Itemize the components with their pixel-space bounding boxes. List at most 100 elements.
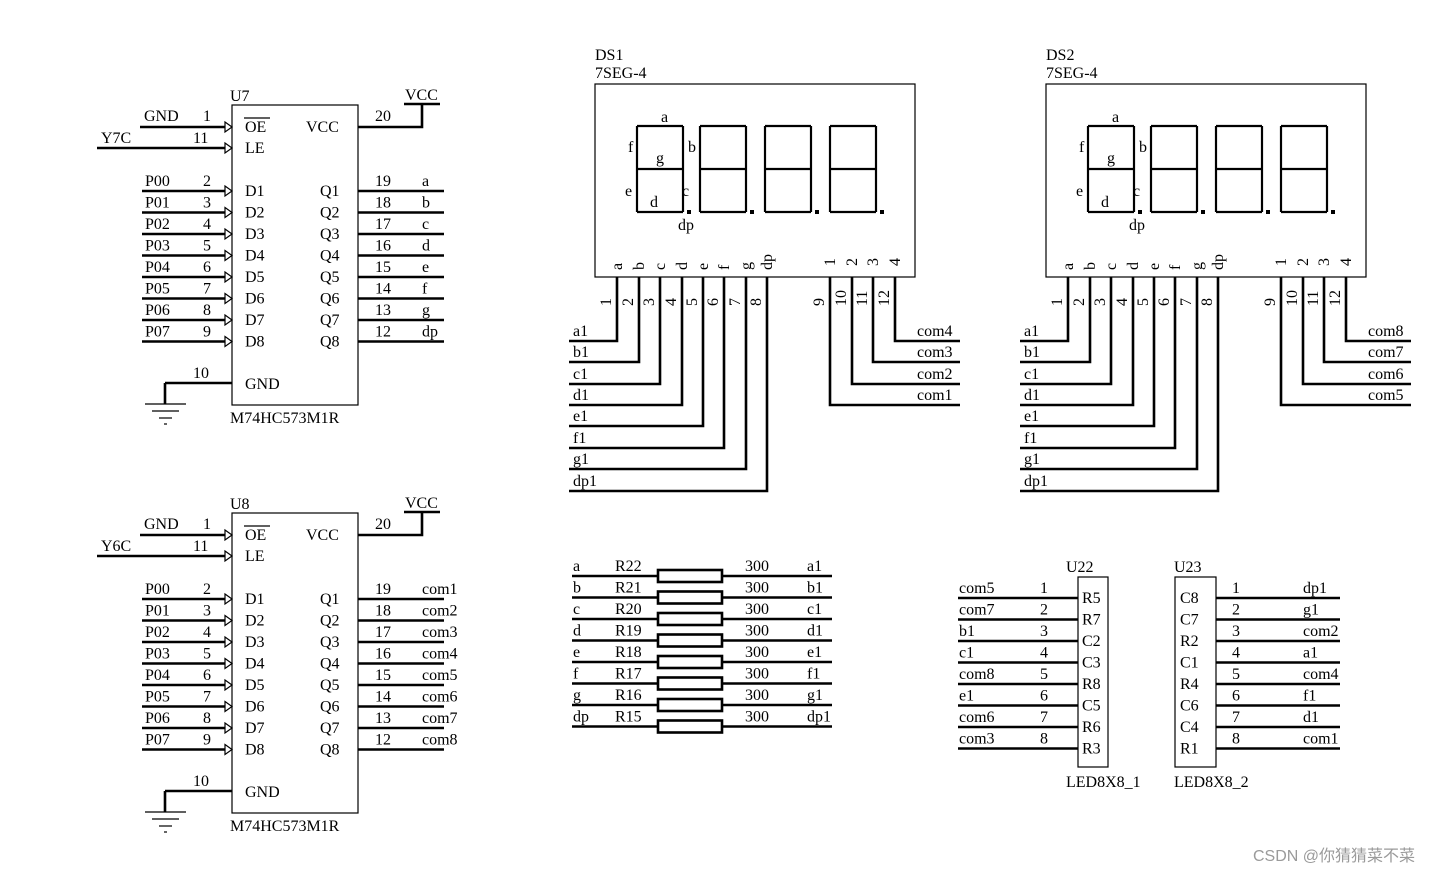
resistor-value: 300 bbox=[745, 666, 769, 683]
segment-pin-number: 2 bbox=[1071, 298, 1088, 306]
data-output-net: com1 bbox=[422, 581, 458, 598]
display-ref: DS1 bbox=[595, 47, 623, 64]
data-output-pin-number: 16 bbox=[375, 646, 391, 663]
data-output-pin-number: 12 bbox=[375, 732, 391, 749]
data-input-pin-label: D2 bbox=[245, 613, 265, 630]
segment-dp bbox=[687, 210, 691, 214]
segment-pin-name: g bbox=[1189, 262, 1206, 270]
segment-net-wire bbox=[1020, 277, 1156, 428]
pin-arrow bbox=[224, 549, 234, 563]
data-output-pin-number: 15 bbox=[375, 667, 391, 684]
segment-pin-name: e bbox=[695, 263, 712, 270]
data-output-pin-label: Q2 bbox=[320, 205, 340, 222]
segment-net-wire bbox=[569, 277, 641, 364]
segment-pin-name: c bbox=[652, 263, 669, 270]
segment-dp bbox=[880, 210, 884, 214]
segment-pin-number: 1 bbox=[1049, 298, 1066, 306]
oe-pin-label: OE bbox=[245, 119, 266, 136]
segment-net-label: f1 bbox=[573, 430, 586, 447]
le-pin-label: LE bbox=[245, 548, 265, 565]
data-output-pin-number: 19 bbox=[375, 173, 391, 190]
common-net-label: com4 bbox=[917, 323, 953, 340]
segment-net-label: dp1 bbox=[573, 473, 597, 490]
matrix-pin-name: R1 bbox=[1180, 741, 1199, 758]
matrix-net-label: c1 bbox=[959, 645, 974, 662]
common-net-label: com7 bbox=[1368, 344, 1404, 361]
data-input-pin-number: 5 bbox=[203, 646, 211, 663]
resistor-ref: R21 bbox=[615, 580, 642, 597]
data-output-net: com8 bbox=[422, 732, 458, 749]
matrix-pin-number: 6 bbox=[1040, 688, 1048, 705]
data-input-pin-number: 4 bbox=[203, 624, 211, 641]
data-input-pin-number: 3 bbox=[203, 195, 211, 212]
common-pin-number: 12 bbox=[876, 290, 893, 306]
segment-net-wire bbox=[1020, 277, 1113, 386]
matrix-ref: U23 bbox=[1174, 559, 1202, 576]
data-input-pin-number: 5 bbox=[203, 238, 211, 255]
matrix-net-label: a1 bbox=[1303, 645, 1318, 662]
segment-pin-number: 8 bbox=[748, 298, 765, 306]
resistor-body bbox=[656, 611, 724, 627]
data-input-pin-label: D1 bbox=[245, 591, 265, 608]
resistor-input-net: g bbox=[573, 687, 581, 704]
matrix-pin-number: 3 bbox=[1040, 623, 1048, 640]
pin-arrow bbox=[224, 721, 234, 735]
common-net-label: com6 bbox=[1368, 366, 1404, 383]
segment-net-wire bbox=[569, 277, 748, 471]
matrix-pin-name: C7 bbox=[1180, 612, 1199, 629]
vcc-pin-label: VCC bbox=[306, 119, 339, 136]
matrix-pin-name: R6 bbox=[1082, 719, 1101, 736]
gnd-pin-number: 10 bbox=[193, 365, 209, 382]
resistor-value: 300 bbox=[745, 558, 769, 575]
common-net-wire bbox=[1344, 277, 1411, 343]
data-output-pin-label: Q5 bbox=[320, 269, 340, 286]
data-input-net: P04 bbox=[145, 667, 170, 684]
data-input-net: P02 bbox=[145, 216, 170, 233]
segment-net-label: d1 bbox=[573, 387, 589, 404]
matrix-connector-body bbox=[1174, 576, 1217, 768]
data-output-pin-number: 14 bbox=[375, 281, 391, 298]
matrix-pin-name: C6 bbox=[1180, 698, 1199, 715]
common-pin-number: 12 bbox=[1327, 290, 1344, 306]
vcc-pin-number: 20 bbox=[375, 516, 391, 533]
common-pin-number: 11 bbox=[1305, 291, 1322, 306]
segment-pin-name: f bbox=[1167, 264, 1184, 270]
segment-name-label: g bbox=[1107, 150, 1115, 167]
matrix-pin-number: 1 bbox=[1040, 580, 1048, 597]
data-input-pin-number: 2 bbox=[203, 173, 211, 190]
segment-net-wire bbox=[569, 277, 662, 386]
data-input-net: P03 bbox=[145, 646, 170, 663]
data-input-net: P01 bbox=[145, 195, 170, 212]
matrix-net-label: com2 bbox=[1303, 623, 1339, 640]
segment-pin-number: 1 bbox=[598, 298, 615, 306]
segment-name-label: a bbox=[661, 109, 668, 126]
pin-arrow bbox=[224, 313, 234, 327]
data-output-pin-label: Q4 bbox=[320, 248, 340, 265]
common-pin-name: 2 bbox=[1295, 258, 1312, 266]
matrix-connector-body bbox=[1077, 576, 1109, 768]
segment-pin-number: 6 bbox=[1156, 298, 1173, 306]
data-input-pin-label: D1 bbox=[245, 183, 265, 200]
ground-symbol bbox=[145, 403, 186, 425]
data-output-net: b bbox=[422, 195, 430, 212]
segment-name-label: f bbox=[1079, 139, 1085, 156]
matrix-net-label: f1 bbox=[1303, 688, 1316, 705]
matrix-pin-number: 7 bbox=[1232, 709, 1240, 726]
pin-arrow bbox=[224, 335, 234, 348]
data-output-pin-number: 12 bbox=[375, 324, 391, 341]
pin-arrow bbox=[224, 657, 234, 670]
segment-pin-name: c bbox=[1103, 263, 1120, 270]
segment-net-wire bbox=[569, 277, 769, 493]
seven-seg-digit bbox=[1214, 124, 1270, 214]
common-pin-name: 4 bbox=[887, 258, 904, 266]
pin-arrow bbox=[224, 184, 234, 198]
segment-pin-name: e bbox=[1146, 263, 1163, 270]
data-input-pin-number: 6 bbox=[203, 667, 211, 684]
segment-pin-number: 3 bbox=[641, 298, 658, 306]
common-net-label: com8 bbox=[1368, 323, 1404, 340]
